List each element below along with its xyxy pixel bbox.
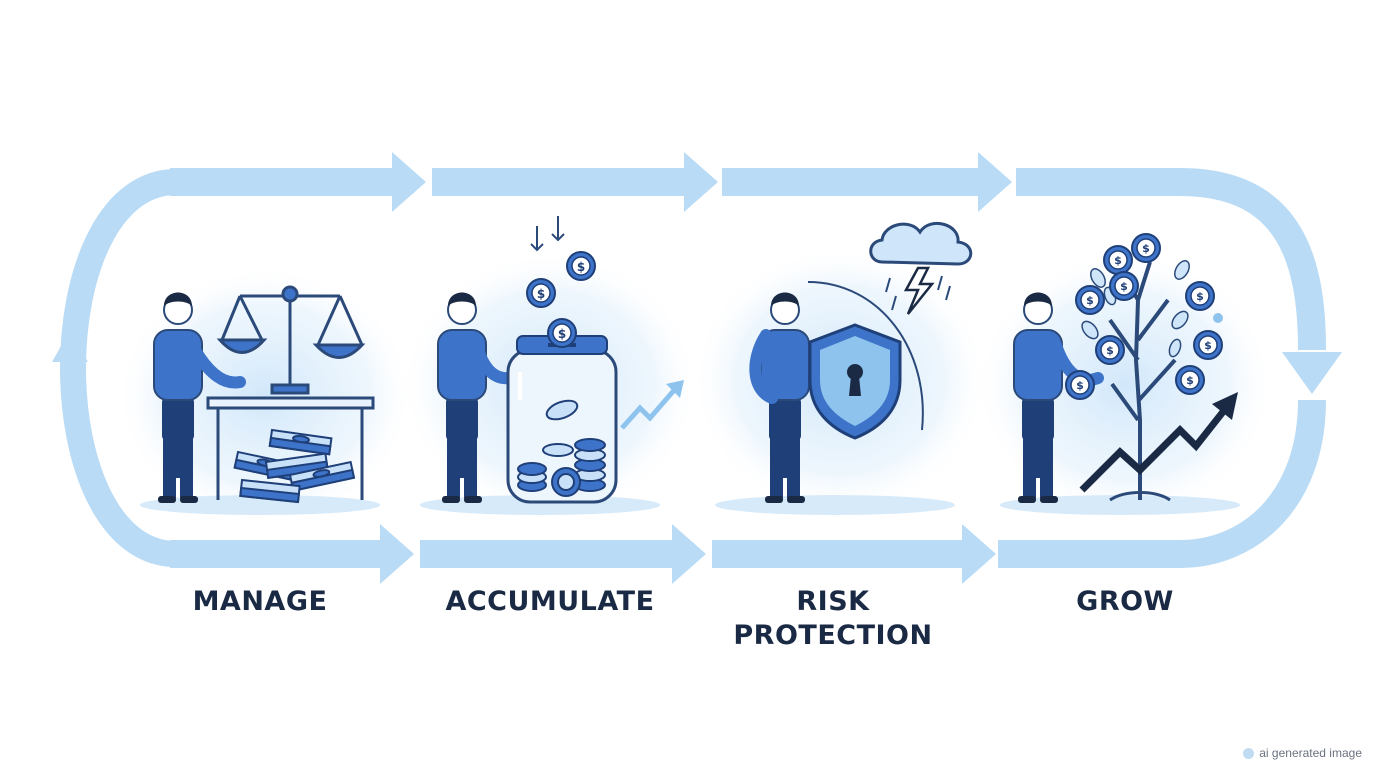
- right-curve-arrow: [1016, 168, 1326, 351]
- watermark: ai generated image: [1243, 746, 1362, 760]
- step-label-risk-protection: RISK PROTECTION: [733, 586, 933, 651]
- left-curve-arrow: [60, 169, 174, 567]
- bottom-arrow-3: [712, 524, 996, 584]
- person-1-arm: [189, 344, 246, 389]
- coin-symbol: $: [1186, 374, 1194, 387]
- accumulate-illustration: $ $ $: [437, 216, 684, 504]
- person-2-arm: [472, 344, 516, 385]
- step-label-manage: MANAGE: [192, 586, 328, 617]
- cycle-arrows: [170, 152, 1012, 584]
- coin-symbol: $: [558, 327, 566, 341]
- coin-symbol: $: [1086, 294, 1094, 307]
- bottom-arrow-1: [170, 524, 414, 584]
- coin-symbol: $: [1076, 379, 1084, 392]
- balance-scale-icon: [216, 285, 366, 395]
- top-arrow-2: [432, 152, 718, 212]
- table: [206, 396, 375, 500]
- top-arrow-3: [722, 152, 1012, 212]
- person-3-arm: [749, 329, 778, 404]
- top-arrow-1: [170, 152, 426, 212]
- growth-arrow-icon: [1079, 405, 1229, 493]
- step-label-accumulate: ACCUMULATE: [445, 586, 655, 617]
- coin-symbol: $: [1120, 280, 1128, 293]
- right-lower-curve: [998, 399, 1326, 568]
- shadow-3: [715, 495, 955, 515]
- coin-symbol: $: [1196, 290, 1204, 303]
- coin-symbol: $: [577, 260, 585, 274]
- growth-arrowhead: [1212, 392, 1238, 420]
- storm-cloud-icon: [869, 221, 973, 315]
- growth-arrow-small: [620, 386, 678, 430]
- risk-protection-illustration: [749, 221, 973, 504]
- coin-symbol: $: [537, 287, 545, 301]
- manage-illustration: [153, 285, 375, 504]
- coin-jar-icon: [506, 335, 618, 504]
- protection-arc: [807, 281, 924, 431]
- bottom-arrow-2: [420, 524, 706, 584]
- coin-symbol: $: [1114, 254, 1122, 267]
- coin-symbol: $: [1204, 339, 1212, 352]
- right-curve-arrowhead: [1282, 352, 1342, 394]
- shadow-1: [140, 495, 380, 515]
- money-stacks-icon: [233, 428, 356, 504]
- watermark-dot-icon: [1243, 747, 1255, 759]
- grow-illustration: $ $ $ $ $ $ $ $ $: [1013, 233, 1238, 504]
- left-curve-arrowhead: [52, 330, 88, 362]
- coin-symbol: $: [1106, 344, 1114, 357]
- lightning-icon: [903, 266, 935, 315]
- growth-arrow-small-head: [666, 380, 684, 398]
- shield-lock-icon: [808, 323, 902, 440]
- money-tree-icon: $ $ $ $ $ $ $ $ $: [1065, 233, 1223, 502]
- coin-symbol: $: [1142, 242, 1150, 255]
- watermark-text: ai generated image: [1259, 746, 1362, 760]
- step-label-grow: GROW: [1076, 586, 1174, 617]
- shadow-4: [1000, 495, 1240, 515]
- falling-coins: $ $ $: [526, 216, 596, 348]
